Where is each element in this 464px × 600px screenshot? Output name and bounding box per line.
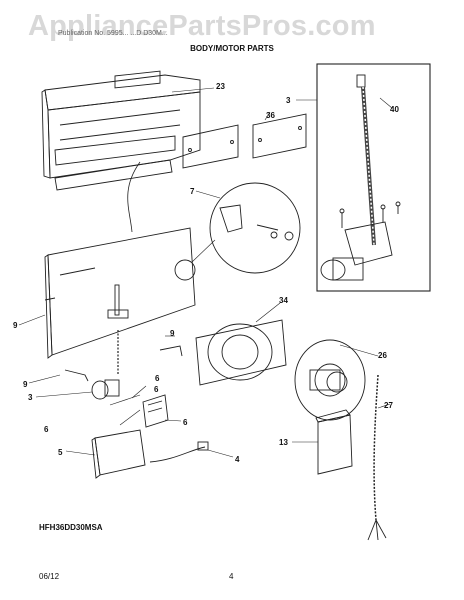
callout-3-inset: 3: [286, 96, 291, 105]
callout-7: 7: [190, 187, 195, 196]
damper-motor-part-3: [91, 379, 120, 400]
callout-6-c: 6: [44, 425, 49, 434]
duct-part-13: [315, 409, 353, 475]
callout-6-a: 6: [155, 374, 160, 383]
callout-4: 4: [235, 455, 240, 464]
wiring-harness-part-27: [367, 374, 387, 541]
header-text: Publication No. 5995... ...D D30M...: [58, 30, 168, 37]
callout-13: 13: [279, 438, 288, 447]
callout-9-center: 9: [170, 329, 175, 338]
plates-part-36: [182, 113, 307, 169]
callout-36: 36: [266, 111, 275, 120]
footer-date: 06/12: [39, 572, 60, 581]
page-title: BODY/MOTOR PARTS: [190, 44, 274, 53]
blower-housing-part-34: [195, 319, 287, 386]
bracket-part-9: [64, 345, 183, 382]
blower-motor-part-26: [294, 339, 366, 421]
callout-23: 23: [216, 82, 225, 91]
callout-9-lower: 9: [23, 380, 28, 389]
power-cord-part-4: [149, 441, 209, 463]
callout-27: 27: [384, 401, 393, 410]
callout-9-left: 9: [13, 321, 18, 330]
callout-40: 40: [390, 105, 399, 114]
model-number: HFH36DD30MSA: [39, 523, 103, 532]
control-board-part-6: [142, 394, 169, 428]
watermark: AppliancePartsPros.com: [28, 10, 376, 42]
frame-part-23: [41, 70, 201, 191]
callout-26: 26: [378, 351, 387, 360]
page-number: 4: [229, 572, 234, 581]
callout-5: 5: [58, 448, 63, 457]
junction-box-part-5: [91, 429, 146, 479]
callout-3-motor: 3: [28, 393, 33, 402]
callout-34: 34: [279, 296, 288, 305]
inset-box-motor: [316, 63, 431, 292]
callout-6-b: 6: [154, 385, 159, 394]
zoom-circle-part-7: [209, 182, 301, 274]
callout-6-d: 6: [183, 418, 188, 427]
main-control-panel: [44, 227, 196, 359]
